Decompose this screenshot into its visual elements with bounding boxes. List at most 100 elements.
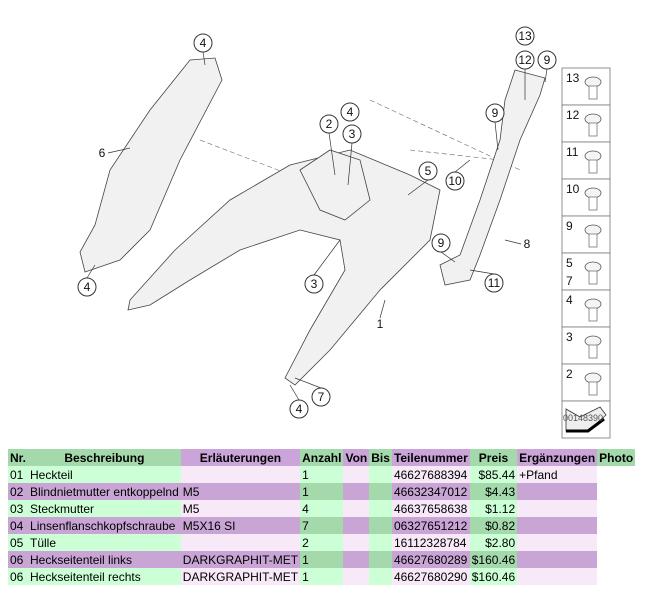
fastener-box-2[interactable]: 2	[561, 363, 611, 402]
callout-circle	[311, 387, 331, 407]
cell-extra	[517, 534, 598, 551]
callout-9[interactable]: 9	[431, 233, 451, 253]
header-von[interactable]: Von	[343, 449, 370, 466]
callout-13[interactable]: 13	[515, 26, 535, 46]
grab-handle	[439, 69, 546, 286]
fastener-box-13[interactable]: 13	[561, 67, 611, 106]
callout-circle	[537, 50, 557, 70]
cell-qty: 1	[300, 568, 344, 585]
cell-desc: Heckseitenteil links	[28, 551, 181, 568]
cell-photo	[597, 551, 636, 568]
fastener-box-11[interactable]: 11	[561, 141, 611, 180]
cell-photo	[597, 483, 636, 500]
cell-part: 06327651212	[391, 517, 470, 534]
callout-11[interactable]: 11	[484, 273, 504, 293]
fastener-shank-icon	[588, 381, 598, 396]
cell-extra	[517, 517, 598, 534]
fastener-box-4[interactable]: 4	[561, 289, 611, 328]
cell-von	[343, 517, 370, 534]
cell-extra	[517, 568, 598, 585]
callout-7[interactable]: 7	[311, 387, 331, 407]
cell-desc: Heckteil	[28, 466, 181, 483]
callout-12[interactable]: 12	[515, 50, 535, 70]
callout-label: 4	[200, 36, 207, 50]
cell-price: $0.82	[469, 517, 518, 534]
header-anzahl[interactable]: Anzahl	[300, 449, 344, 466]
callout-4[interactable]: 4	[289, 399, 309, 419]
cell-qty: 1	[300, 551, 344, 568]
cell-von	[343, 551, 370, 568]
fastener-label: 4	[566, 293, 573, 307]
cell-qty: 4	[300, 500, 344, 517]
callout-3[interactable]: 3	[342, 124, 362, 144]
image-code: 00148390	[563, 413, 603, 423]
callout-9[interactable]: 9	[537, 50, 557, 70]
center-piece	[299, 149, 371, 221]
fastener-box-10[interactable]: 10	[561, 178, 611, 217]
header-bis[interactable]: Bis	[369, 449, 392, 466]
callout-4[interactable]: 4	[193, 33, 213, 53]
fastener-label: 5	[566, 256, 573, 270]
fastener-box-12[interactable]: 12	[561, 104, 611, 143]
header-preis[interactable]: Preis	[469, 449, 518, 466]
fastener-box-9[interactable]: 9	[561, 215, 611, 254]
callout-10[interactable]: 10	[445, 171, 465, 191]
cell-qty: 7	[300, 517, 344, 534]
callout-circle	[485, 103, 505, 123]
callout-label: 12	[518, 53, 532, 67]
callout-circle	[484, 273, 504, 293]
callout-circle	[77, 277, 97, 297]
fastener-head-icon	[584, 335, 602, 347]
callout-label: 3	[311, 277, 318, 291]
header-beschreibung[interactable]: Beschreibung	[28, 449, 181, 466]
fastener-shank-icon	[588, 122, 598, 137]
callout-circle	[342, 124, 362, 144]
cell-note: M5	[180, 483, 301, 500]
callout-4[interactable]: 4	[77, 277, 97, 297]
cell-von	[343, 500, 370, 517]
fastener-shank-icon	[588, 344, 598, 359]
callout-label: 7	[318, 390, 325, 404]
callout-3[interactable]: 3	[304, 274, 324, 294]
callout-label: 2	[326, 117, 333, 131]
callout-label: 5	[425, 164, 432, 178]
cell-part: 46637658638	[391, 500, 470, 517]
fastener-box-5-7[interactable]: 57	[561, 252, 611, 291]
callout-label: 4	[347, 105, 354, 119]
fastener-label: 3	[566, 330, 573, 344]
fastener-head-icon	[584, 298, 602, 310]
cell-part: 46632347012	[391, 483, 470, 500]
header-ergaenzungen[interactable]: Ergänzungen	[517, 449, 598, 466]
fastener-box-3[interactable]: 3	[561, 326, 611, 365]
cell-note: DARKGRAPHIT-MET	[180, 551, 301, 568]
callout-2[interactable]: 2	[319, 114, 339, 134]
header-erlaeuterungen[interactable]: Erläuterungen	[180, 449, 301, 466]
callout-9[interactable]: 9	[485, 103, 505, 123]
fastener-head-icon	[584, 150, 602, 162]
leader-lines	[86, 51, 548, 401]
callout-4[interactable]: 4	[340, 102, 360, 122]
cell-price: $1.12	[469, 500, 518, 517]
header-teilenummer[interactable]: Teilenummer	[391, 449, 470, 466]
cell-nr: 06	[8, 568, 29, 585]
header-photo[interactable]: Photo	[597, 449, 636, 466]
cell-note: DARKGRAPHIT-MET	[180, 568, 301, 585]
cell-photo	[597, 466, 636, 483]
direction-arrow-box	[561, 400, 611, 439]
cell-price: $2.80	[469, 534, 518, 551]
header-nr[interactable]: Nr.	[8, 449, 29, 466]
cell-bis	[369, 517, 392, 534]
cell-photo	[597, 568, 636, 585]
fastener-shank-icon	[588, 159, 598, 174]
callout-5[interactable]: 5	[418, 161, 438, 181]
cell-nr: 05	[8, 534, 29, 551]
cell-note: M5	[180, 500, 301, 517]
